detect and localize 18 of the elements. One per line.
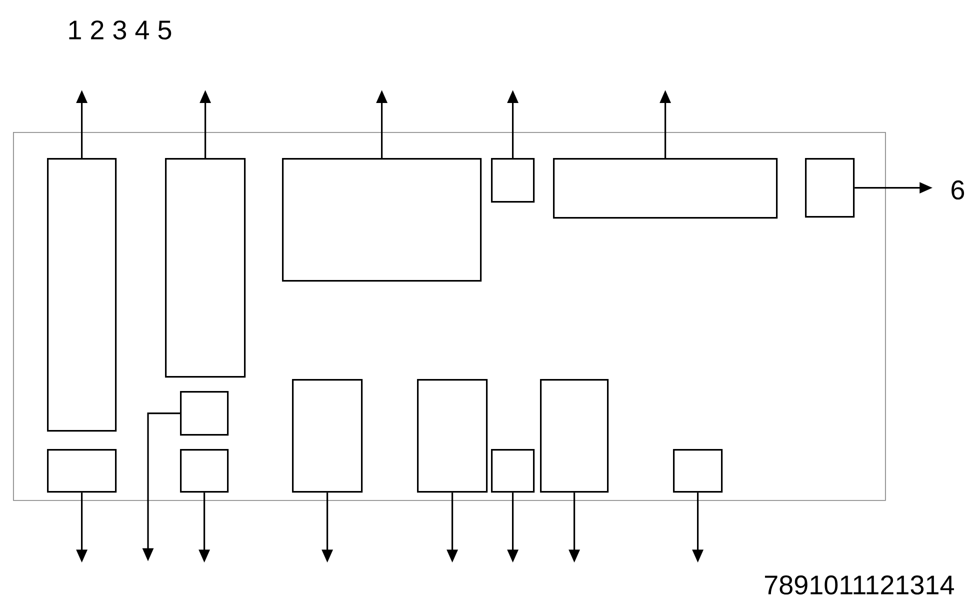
component-box bbox=[417, 379, 488, 493]
component-box bbox=[180, 391, 229, 436]
component-box bbox=[47, 449, 117, 493]
component-box bbox=[491, 449, 535, 493]
component-box bbox=[292, 379, 363, 493]
component-box bbox=[805, 158, 855, 218]
component-box bbox=[673, 449, 723, 493]
callout-number: 1 2 3 4 5 bbox=[69, 20, 172, 40]
component-box bbox=[491, 158, 535, 203]
component-box bbox=[47, 158, 117, 432]
component-box bbox=[282, 158, 482, 282]
component-box bbox=[180, 449, 229, 493]
board-outline bbox=[13, 132, 886, 501]
component-box bbox=[540, 379, 609, 493]
component-box bbox=[165, 158, 246, 378]
callout-number: 6 bbox=[952, 180, 964, 200]
callout-number: 7891011121314 bbox=[764, 575, 954, 595]
component-box bbox=[553, 158, 778, 219]
